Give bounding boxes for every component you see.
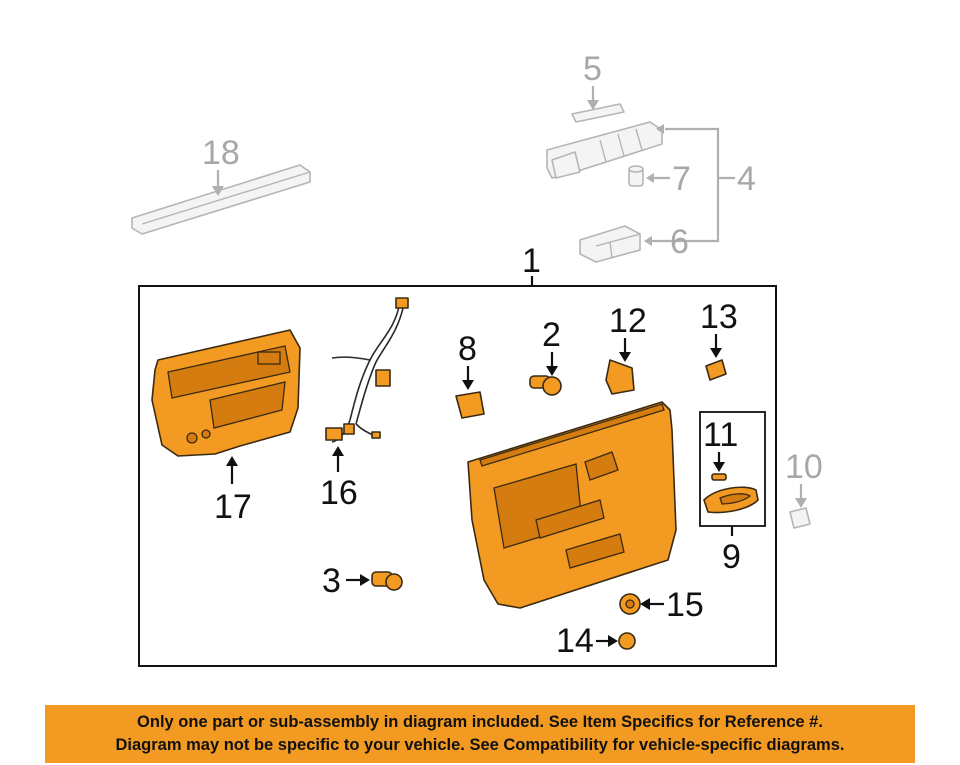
callout-17: 17 (214, 488, 252, 526)
part-5-bezel (571, 103, 625, 123)
disclaimer-line-2: Diagram may not be specific to your vehi… (115, 736, 845, 754)
part-13-clip (705, 359, 727, 381)
callout-13: 13 (700, 298, 738, 336)
assembly-frame (138, 285, 777, 667)
part-10-clip (789, 507, 811, 529)
callout-7: 7 (672, 160, 691, 198)
callout-15: 15 (666, 586, 704, 624)
part-11-screw (711, 473, 727, 481)
callout-8: 8 (458, 330, 477, 368)
part-16-wire-harness (325, 297, 409, 443)
arrow-10 (795, 498, 807, 508)
callout-9: 9 (722, 538, 741, 576)
arrow-14 (608, 635, 618, 647)
grommet-15-center (625, 599, 635, 609)
part-17-insulator (151, 329, 301, 457)
part-3-plug (371, 571, 403, 591)
arrow-3 (360, 574, 370, 586)
arrow-11 (713, 462, 725, 472)
arrow-6 (644, 236, 652, 246)
callout-11: 11 (703, 416, 738, 454)
callout-12: 12 (609, 302, 647, 340)
arrow-13 (710, 348, 722, 358)
arrow-4 (656, 124, 664, 134)
callout-14: 14 (556, 622, 594, 660)
arrow-16 (332, 446, 344, 456)
part-12-cover (605, 359, 635, 395)
part-door-trim-panel (467, 401, 677, 609)
leader-4 (650, 127, 720, 243)
arrow-7 (646, 173, 654, 183)
arrow-18 (212, 186, 224, 196)
callout-6: 6 (670, 223, 689, 261)
disclaimer-line-1: Only one part or sub-assembly in diagram… (137, 713, 823, 731)
arrow-5 (587, 100, 599, 110)
parts-diagram: 18 5 4 7 6 10 1 (131, 50, 823, 667)
callout-18: 18 (202, 134, 240, 172)
arrow-12 (619, 352, 631, 362)
part-14-cap (618, 632, 636, 650)
callout-5: 5 (583, 50, 602, 88)
callout-3: 3 (322, 562, 341, 600)
handle-recess (719, 493, 752, 505)
callout-16: 16 (320, 474, 358, 512)
callout-10: 10 (785, 448, 823, 486)
arrow-8 (462, 380, 474, 390)
arrow-15 (640, 598, 650, 610)
arrow-17 (226, 456, 238, 466)
part-4-switch-assembly (546, 121, 663, 179)
part-8-clip (455, 391, 485, 419)
callout-1: 1 (522, 242, 541, 280)
part-18-moulding (131, 164, 311, 235)
part-2-plug (529, 375, 562, 396)
arrow-2 (546, 366, 558, 376)
disclaimer-banner: Only one part or sub-assembly in diagram… (45, 705, 915, 763)
part-7-knob (628, 165, 644, 187)
callout-2: 2 (542, 316, 561, 354)
callout-4: 4 (737, 160, 756, 198)
part-6-switch (579, 225, 641, 263)
